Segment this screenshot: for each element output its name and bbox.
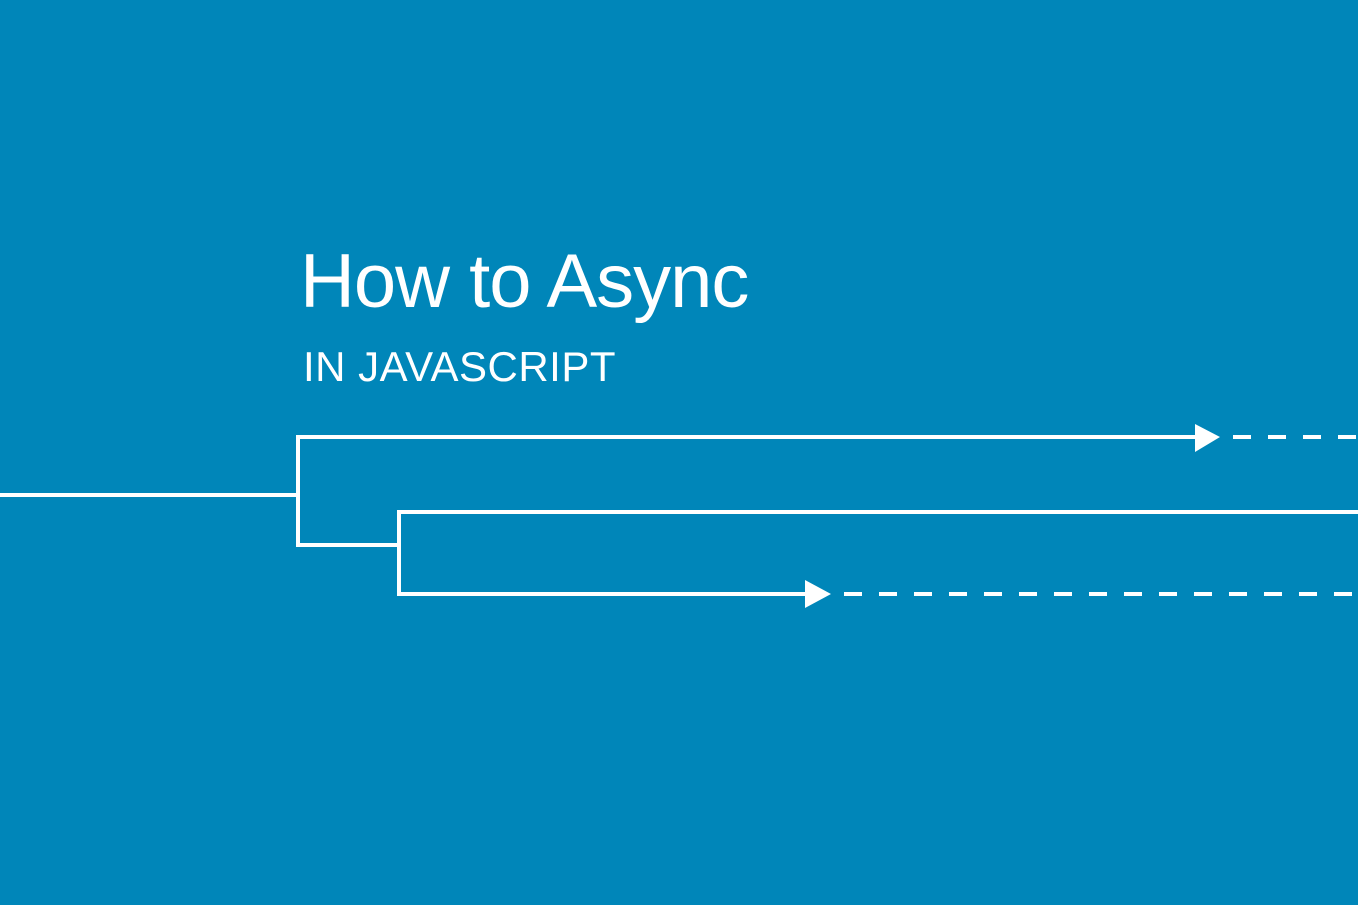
page-title: How to Async [300, 239, 749, 324]
top-arrow-icon [1195, 424, 1220, 452]
page-subtitle: IN JAVASCRIPT [303, 343, 616, 390]
bottom-arrow-icon [805, 580, 831, 608]
